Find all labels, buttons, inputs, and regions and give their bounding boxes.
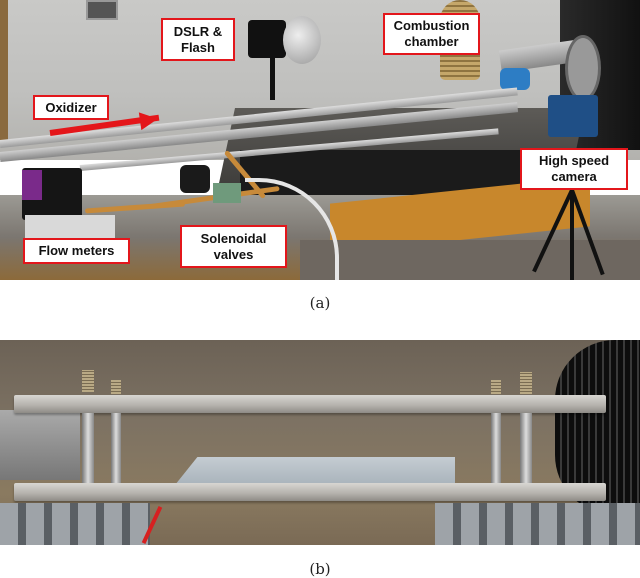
- chamber-flange: [565, 35, 601, 101]
- label-dslr-flash: DSLR & Flash: [161, 18, 235, 61]
- wall-frame: [0, 0, 8, 140]
- threaded-rod-top: [520, 372, 532, 394]
- photo-chamber-closeup: [0, 340, 640, 545]
- label-solenoidal-valves: Solenoidal valves: [180, 225, 287, 268]
- threaded-rod-top: [82, 370, 94, 392]
- solenoid-valve: [180, 165, 210, 193]
- caption-a: (a): [309, 294, 331, 312]
- spacer-rod: [491, 413, 501, 483]
- photo-experimental-setup: DSLR & Flash Combustion chamber Oxidizer…: [0, 0, 640, 280]
- label-combustion-chamber: Combustion chamber: [383, 13, 480, 55]
- threaded-rod-top: [111, 380, 121, 394]
- high-speed-camera: [548, 95, 598, 137]
- wall-outlet: [86, 0, 118, 20]
- dslr-camera: [248, 20, 286, 58]
- arrow-head-icon: [138, 109, 160, 131]
- caption-b: (b): [309, 560, 331, 578]
- flash-reflector: [283, 16, 321, 64]
- spacer-rod: [111, 413, 121, 483]
- bottom-plate: [14, 483, 606, 501]
- aluminum-extrusion: [435, 503, 640, 545]
- flash-stand: [270, 58, 275, 100]
- label-high-speed-camera: High speed camera: [520, 148, 628, 190]
- blue-cloth: [500, 68, 530, 90]
- solenoid-coil: [213, 183, 241, 203]
- tripod-leg: [570, 190, 574, 280]
- top-plate: [14, 395, 606, 413]
- label-flow-meters: Flow meters: [23, 238, 130, 264]
- threaded-rod-top: [491, 380, 501, 394]
- floor: [300, 240, 640, 280]
- flow-meter-display: [22, 170, 42, 200]
- spacer-rod: [520, 413, 532, 483]
- spacer-rod: [82, 413, 94, 483]
- fuel-sample: [175, 457, 455, 485]
- label-oxidizer: Oxidizer: [33, 95, 109, 120]
- inlet-pipe: [0, 410, 80, 480]
- aluminum-extrusion: [0, 503, 150, 545]
